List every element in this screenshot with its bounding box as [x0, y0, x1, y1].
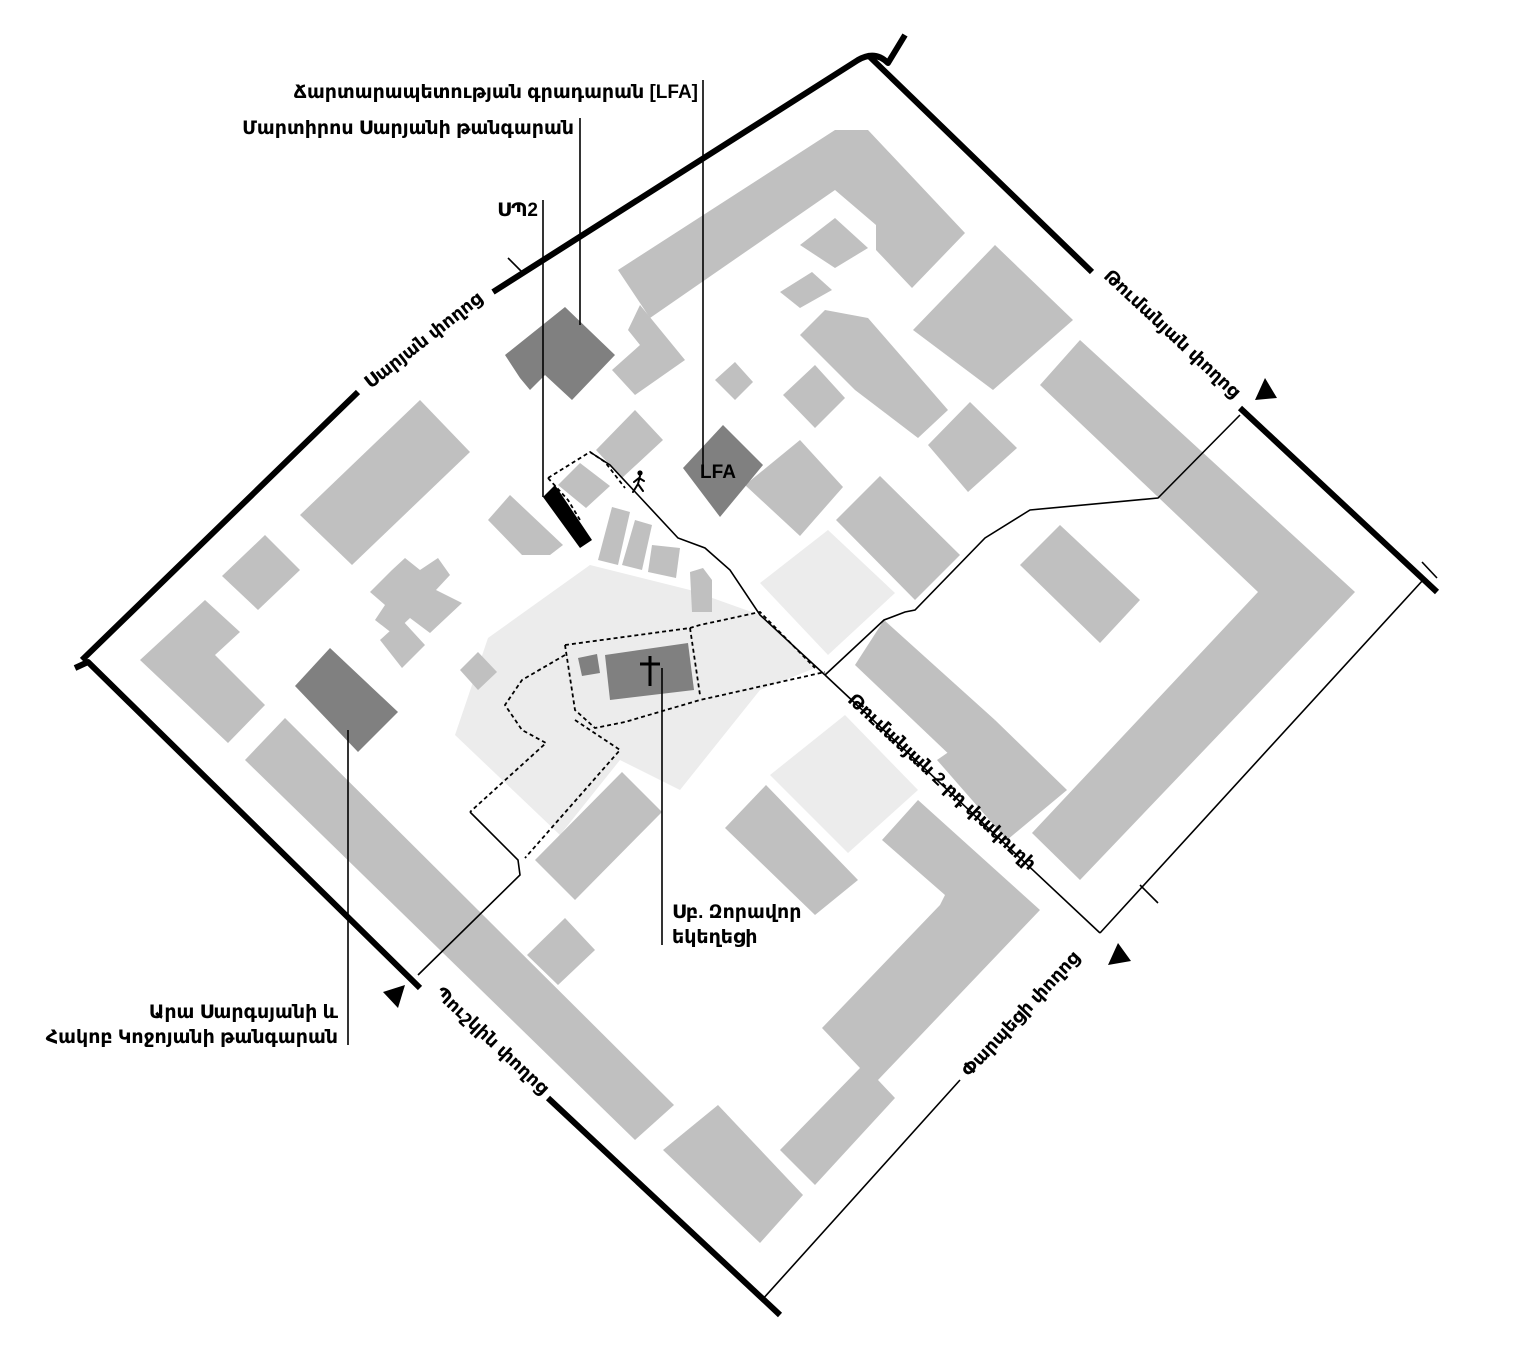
label-architecture-library: Ճարտարապետության գրադարան [LFA]: [294, 82, 698, 103]
footpath: [564, 644, 826, 729]
building: [783, 365, 845, 428]
building: [715, 362, 753, 400]
parpetsi-line: [1099, 579, 1424, 934]
walking-route-east: [824, 414, 1241, 676]
church-courtyard: [455, 565, 815, 835]
thin-lines: [311, 80, 1438, 1301]
building: [527, 918, 595, 985]
walking-route-south: [417, 811, 521, 976]
label-museum-line1: Արա Սարգսյանի և: [149, 1002, 339, 1023]
building: [596, 410, 663, 478]
building: [780, 272, 832, 308]
saryan-street-upper: [491, 33, 908, 295]
plazas: [455, 530, 918, 853]
courtyard-south: [770, 715, 918, 853]
label-church-line2: եկեղեցի: [672, 927, 757, 948]
building: [222, 535, 300, 610]
label-sp2: ՍՊ2: [497, 200, 538, 221]
building: [1020, 525, 1140, 643]
building: [690, 568, 712, 612]
entrance-markers: [383, 378, 1277, 1008]
pushkin-street-lower: [545, 1095, 783, 1318]
cross-icon: [640, 656, 660, 686]
label-museum-line2: Հակոբ Կոջոյանի թանգարան: [46, 1027, 338, 1048]
building: [558, 463, 610, 508]
building: [836, 476, 960, 600]
building: [488, 495, 563, 555]
building: [780, 800, 1040, 1185]
tumanyan-street-lower: [1237, 405, 1440, 595]
building: [913, 245, 1073, 390]
label-lfa: LFA: [700, 462, 736, 483]
building: [380, 620, 425, 668]
pedestrian-icon: [632, 470, 645, 493]
footpath: [469, 654, 566, 813]
building: [460, 652, 497, 690]
footpath: [524, 719, 622, 859]
streets: [73, 33, 1440, 1318]
triangle-marker-icon: [1255, 378, 1277, 400]
building: [745, 440, 843, 536]
buildings: [140, 130, 1355, 1243]
sargsyan-kojoyan-museum-building: [295, 648, 398, 752]
building: [928, 402, 1017, 492]
pushkin-street: [73, 659, 423, 991]
label-saryan-museum: Մարտիրոս Սարյանի թանգարան: [242, 118, 574, 139]
triangle-marker-icon: [1108, 943, 1131, 965]
walking-route: [589, 451, 826, 676]
building: [855, 620, 995, 760]
building: [140, 600, 265, 743]
building: [937, 720, 1067, 840]
building: [612, 305, 685, 395]
building: [648, 545, 680, 578]
tick-mark: [507, 257, 523, 273]
building: [622, 520, 652, 570]
building: [1032, 340, 1355, 880]
tumanyan-lane-line: [824, 674, 1101, 934]
building: [245, 718, 674, 1140]
building: [598, 507, 630, 565]
saryan-museum-building: [505, 307, 615, 400]
building: [300, 400, 470, 565]
courtyard-east: [760, 530, 895, 655]
building: [725, 785, 858, 915]
building: [800, 310, 948, 438]
label-church-line1: Սբ. Զորավոր: [672, 902, 801, 923]
building: [370, 558, 462, 634]
tick-mark: [1421, 561, 1438, 579]
tumanyan-street: [867, 54, 1095, 275]
sp2-building: [543, 485, 592, 548]
parpetsi-line-lower: [761, 1079, 961, 1301]
small-annex: [578, 654, 600, 676]
building: [663, 1105, 803, 1243]
building: [800, 218, 868, 268]
building: [618, 130, 965, 318]
footpath: [547, 477, 581, 521]
tick-mark: [1139, 884, 1159, 904]
footpath: [689, 627, 701, 696]
street-label-saryan: Սարյան փողոց: [361, 288, 487, 393]
footpath: [564, 611, 816, 669]
saryan-street: [79, 389, 361, 663]
building: [535, 772, 662, 900]
triangle-marker-icon: [383, 985, 405, 1008]
